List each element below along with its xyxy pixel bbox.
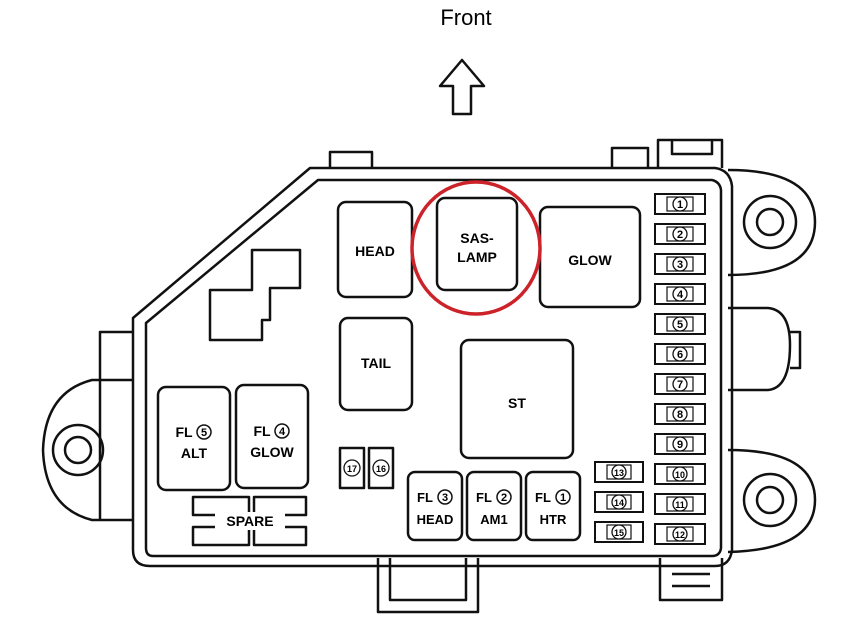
spare-label: SPARE <box>226 513 273 529</box>
fuse-number: 2 <box>677 229 683 241</box>
number-circle-icon <box>274 423 290 439</box>
fuse-7 <box>654 373 706 395</box>
fuse-15 <box>594 521 644 543</box>
fuse-3 <box>654 253 706 275</box>
fusible-link-prefix: FL <box>417 490 433 505</box>
fuse-2 <box>654 223 706 245</box>
fuse-number: 16 <box>376 464 386 474</box>
fusible-link-number: 4 <box>279 426 286 438</box>
fuse-4 <box>654 283 706 305</box>
fuse-box-housing <box>131 166 734 568</box>
fuse-5 <box>654 313 706 335</box>
mounting-ears <box>41 138 817 614</box>
fusible-link-prefix: FL <box>253 423 271 439</box>
fuse-17 <box>338 446 366 490</box>
fusible-link-name: GLOW <box>250 444 294 460</box>
number-circle-icon <box>343 459 361 477</box>
number-circle-icon <box>372 459 390 477</box>
number-circle-icon <box>672 286 688 302</box>
relay-sas-label-2: LAMP <box>457 249 497 265</box>
number-circle-icon <box>672 376 688 392</box>
number-circle-icon <box>196 424 212 440</box>
fuse-11 <box>654 493 706 515</box>
number-circle-icon <box>672 466 688 482</box>
fusible-link-prefix: FL <box>476 490 492 505</box>
fusible-link-name: HTR <box>540 512 567 527</box>
number-circle-icon <box>672 406 688 422</box>
relay-sas-lamp <box>435 196 519 292</box>
fusible-link-2 <box>465 470 523 542</box>
fuse-number: 4 <box>677 289 684 301</box>
fuse-number: 10 <box>675 470 685 480</box>
fuse-8 <box>654 403 706 425</box>
relay-glow-label: GLOW <box>568 252 612 268</box>
fusible-link-number: 3 <box>442 492 448 504</box>
fuse-16 <box>367 446 395 490</box>
fuse-9 <box>654 433 706 455</box>
relay-head-label: HEAD <box>355 243 395 259</box>
relay-tail <box>338 316 414 412</box>
number-circle-icon <box>672 526 688 542</box>
fuse-12 <box>654 523 706 545</box>
fuse-number: 11 <box>675 500 685 510</box>
number-circle-icon <box>672 226 688 242</box>
fuse-13 <box>594 461 644 483</box>
number-circle-icon <box>437 489 453 505</box>
fusible-link-3 <box>406 470 464 542</box>
relay-tail-label: TAIL <box>361 355 392 371</box>
fuse-number: 1 <box>677 199 683 211</box>
number-circle-icon <box>672 346 688 362</box>
fuse-6 <box>654 343 706 365</box>
fusible-link-1 <box>524 470 582 542</box>
fusible-link-name: HEAD <box>417 512 454 527</box>
fuse-number: 15 <box>614 528 624 538</box>
fusible-link-number: 2 <box>501 492 507 504</box>
number-circle-icon <box>672 256 688 272</box>
fuse-number: 7 <box>677 379 683 391</box>
relay-st <box>459 338 575 460</box>
fuse-10 <box>654 463 706 485</box>
fuse-number: 14 <box>614 498 624 508</box>
fuse-1 <box>654 193 706 215</box>
fuse-number: 17 <box>347 464 357 474</box>
number-circle-icon <box>611 494 627 510</box>
highlight-circle <box>410 180 542 316</box>
relay-st-label: ST <box>508 395 526 411</box>
fusible-link-name: ALT <box>181 445 208 461</box>
fuse-14 <box>594 491 644 513</box>
fusible-link-5 <box>156 385 232 492</box>
number-circle-icon <box>611 464 627 480</box>
fusible-link-name: AM1 <box>480 512 507 527</box>
fusible-link-number: 5 <box>201 427 207 439</box>
number-circle-icon <box>672 196 688 212</box>
fuse-number: 8 <box>677 409 683 421</box>
number-circle-icon <box>672 436 688 452</box>
relay-sas-label-1: SAS- <box>460 230 494 246</box>
fuse-number: 9 <box>677 439 683 451</box>
number-circle-icon <box>496 489 512 505</box>
front-arrow-icon <box>438 58 486 116</box>
relay-socket-empty <box>208 248 302 342</box>
fuse-box-inner-wall <box>144 178 723 558</box>
fuse-number: 12 <box>675 530 685 540</box>
fuse-number: 13 <box>614 468 624 478</box>
fuse-number: 5 <box>677 319 683 331</box>
fuse-number: 6 <box>677 349 683 361</box>
number-circle-icon <box>611 524 627 540</box>
fusible-link-4 <box>234 383 310 490</box>
number-circle-icon <box>672 316 688 332</box>
front-label: Front <box>440 5 491 30</box>
fusible-link-prefix: FL <box>175 424 193 440</box>
fusible-link-prefix: FL <box>535 490 551 505</box>
number-circle-icon <box>672 496 688 512</box>
number-circle-icon <box>555 489 571 505</box>
fusible-link-number: 1 <box>560 492 566 504</box>
fuse-number: 3 <box>677 259 683 271</box>
